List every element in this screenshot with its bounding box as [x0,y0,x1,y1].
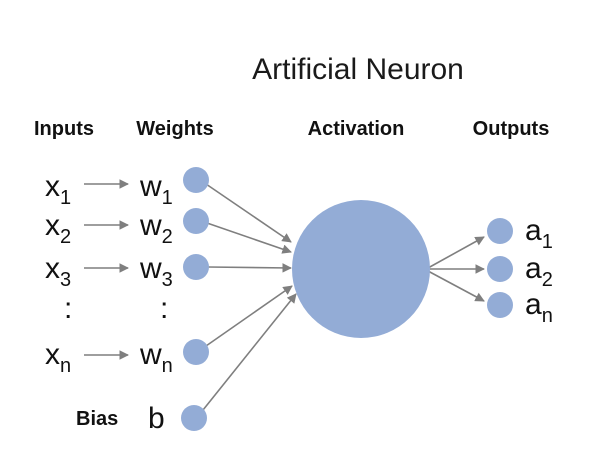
weight-w1: w1 [139,170,173,209]
weight-node-3 [183,254,209,280]
output-a1: a1 [525,214,553,253]
weight-node-2 [183,208,209,234]
edge-bias-activation [202,293,297,411]
weight-wn: wn [139,338,173,377]
weight-ellipsis: : [160,292,168,325]
edge-activation-a1 [427,236,485,269]
output-node-1 [487,218,513,244]
input-xn: xn [45,338,71,377]
input-row-3: x3 w3 [45,252,173,291]
bias-symbol: b [148,402,165,435]
output-an: an [525,288,553,327]
output-node-2 [487,256,513,282]
diagram-title: Artificial Neuron [252,53,464,86]
weight-node-1 [183,167,209,193]
input-row-1: x1 w1 [45,170,173,209]
bias-node [181,405,207,431]
header-outputs: Outputs [473,118,550,140]
input-ellipsis: : [64,292,72,325]
header-inputs: Inputs [34,118,94,140]
edge-activation-an [427,270,485,302]
input-x2: x2 [45,209,71,248]
edge-w1-activation [205,183,292,243]
weight-edges [202,183,297,411]
weight-nodes [181,167,209,431]
input-x3: x3 [45,252,71,291]
output-edges [427,236,485,302]
edge-w2-activation [206,222,292,254]
edge-w3-activation [207,263,292,273]
input-x1: x1 [45,170,71,209]
weight-w3: w3 [139,252,173,291]
activation-node [292,200,430,338]
weight-node-n [183,339,209,365]
output-a2: a2 [525,252,553,291]
weight-w2: w2 [139,209,173,248]
input-row-n: xn wn [45,338,173,377]
bias-label: Bias [76,408,118,430]
output-nodes [487,218,513,318]
header-activation: Activation [308,118,405,140]
edge-wn-activation [205,285,293,347]
header-weights: Weights [136,118,213,140]
output-node-n [487,292,513,318]
input-row-2: x2 w2 [45,209,173,248]
